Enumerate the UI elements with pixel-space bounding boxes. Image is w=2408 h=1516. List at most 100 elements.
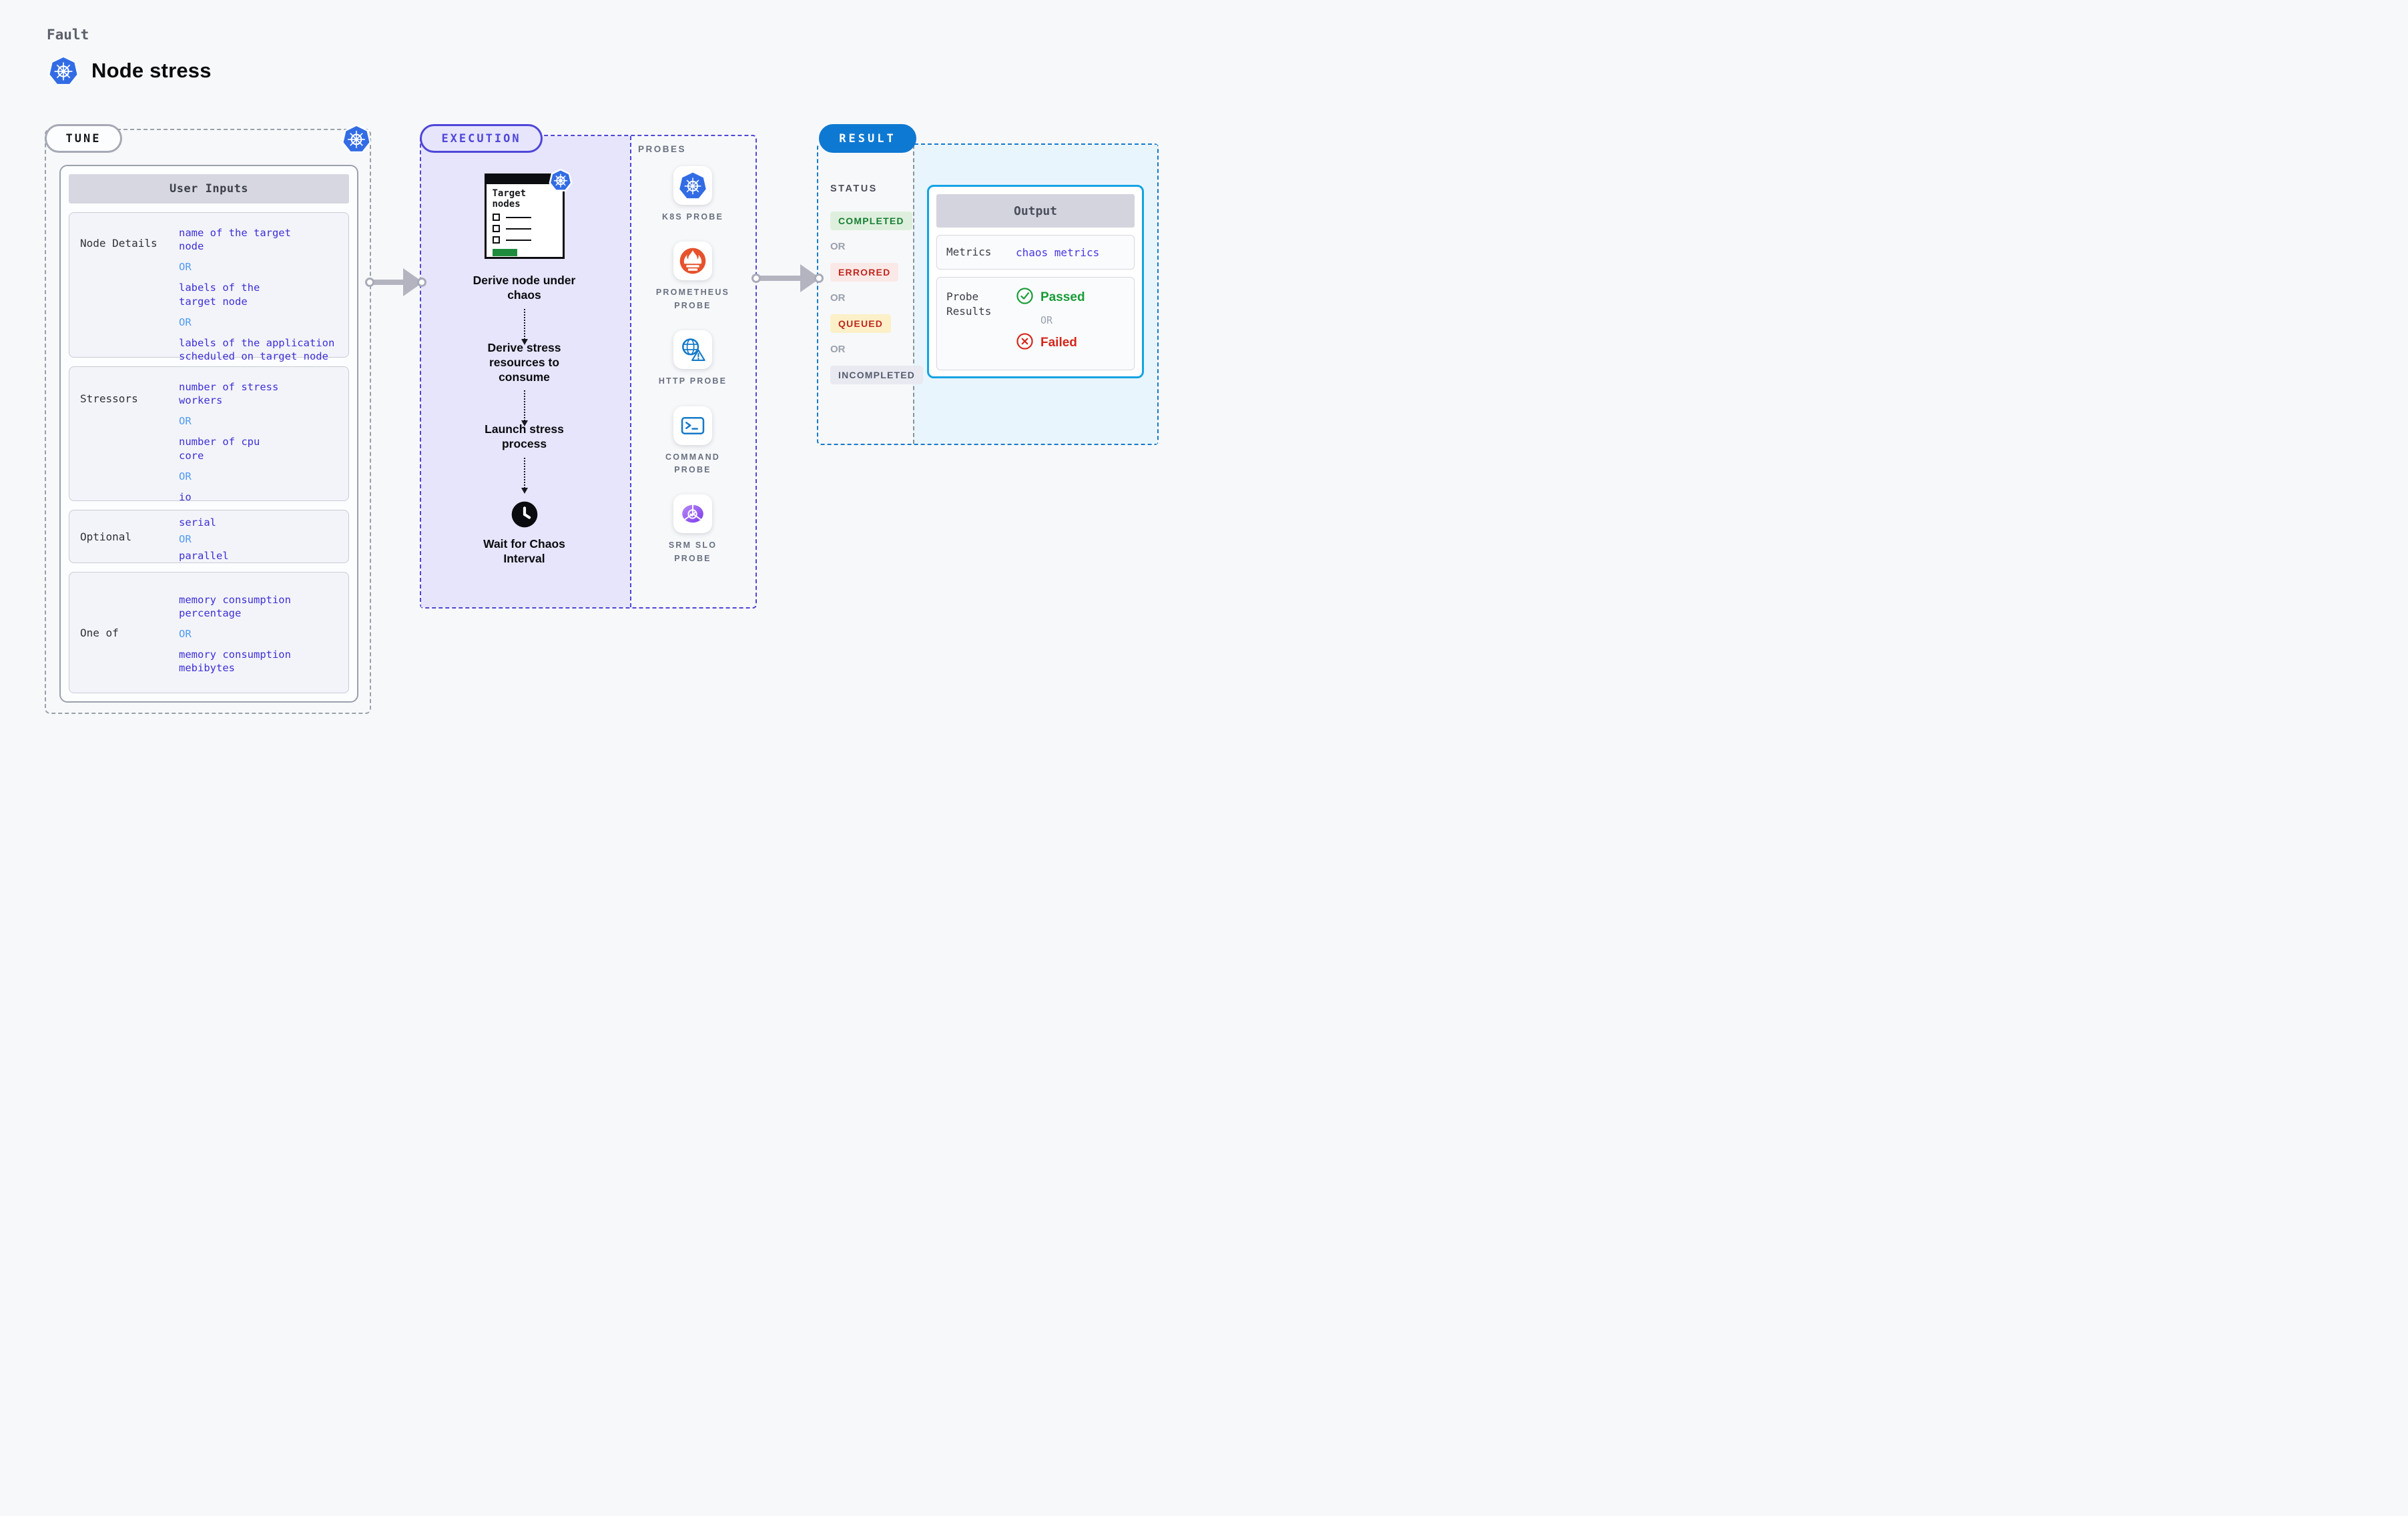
metrics-label: Metrics <box>946 246 992 259</box>
result-badge: RESULT <box>819 124 916 153</box>
card-title-bar <box>486 175 563 184</box>
status-column: STATUS COMPLETED OR ERRORED OR QUEUED OR… <box>830 143 924 384</box>
fault-kicker: Fault <box>47 27 89 43</box>
kubernetes-icon <box>341 123 372 157</box>
or-separator: OR <box>179 533 192 546</box>
or-separator: OR <box>179 470 192 482</box>
checkbox-icon <box>492 236 500 244</box>
globe-warning-icon <box>673 330 712 370</box>
probe-label: SRM SLO PROBE <box>668 540 717 563</box>
probes-divider <box>630 136 631 607</box>
probe-item-srm-slo: SRM SLO PROBE <box>669 494 717 565</box>
row-value: parallel <box>179 550 229 562</box>
or-separator: OR <box>830 241 846 252</box>
row-label: Node Details <box>80 237 158 250</box>
checkbox-icon <box>492 225 500 233</box>
probe-results-row: Probe Results Passed OR <box>936 277 1135 370</box>
table-row-stressors: Stressors number of stress workers OR nu… <box>69 366 349 503</box>
or-separator: OR <box>1040 314 1053 326</box>
probe-item-k8s: K8S PROBE <box>662 166 723 224</box>
output-panel: Output Metrics chaos metrics Probe Resul… <box>927 185 1144 378</box>
output-header: Output <box>936 194 1135 228</box>
x-circle-icon <box>1016 332 1034 354</box>
terminal-icon <box>673 406 712 445</box>
row-value: io <box>179 490 192 503</box>
checklist-item <box>492 214 557 222</box>
probes-panel: PROBES K8S PRO <box>629 135 757 609</box>
probes-title: PROBES <box>638 144 687 154</box>
failed-label: Failed <box>1040 336 1077 350</box>
status-badge-completed: COMPLETED <box>830 212 912 230</box>
probe-item-command: COMMAND PROBE <box>665 406 720 477</box>
row-value: name of the target node <box>179 227 291 253</box>
probe-result-passed: Passed <box>1016 287 1085 308</box>
execution-flow: Target nodes Derive node under chaos Der… <box>420 135 629 609</box>
row-value: number of cpu core <box>179 436 260 462</box>
dotted-arrow-down <box>521 458 528 494</box>
probe-label: COMMAND PROBE <box>665 452 721 474</box>
execution-section-box <box>420 135 757 609</box>
user-inputs-header: User Inputs <box>69 174 349 204</box>
dotted-arrow-down <box>521 390 528 427</box>
execution-step: Wait for Chaos Interval <box>483 537 565 565</box>
node-stress-fault-diagram: Fault Node stress TUNE <box>0 0 1204 758</box>
user-inputs-table: User Inputs Node Details name of the tar… <box>59 165 358 703</box>
status-divider <box>913 145 914 444</box>
status-badge-queued: QUEUED <box>830 314 892 333</box>
tune-section-box <box>45 129 371 714</box>
or-separator: OR <box>179 261 192 274</box>
flow-arrow-execution-to-result <box>751 264 824 293</box>
or-separator: OR <box>179 415 192 428</box>
page-title-row: Node stress <box>47 55 212 87</box>
execution-badge: EXECUTION <box>420 124 543 153</box>
target-nodes-card: Target nodes <box>484 168 572 259</box>
status-badge-incompleted: INCOMPLETED <box>830 366 924 384</box>
probe-label: HTTP PROBE <box>658 376 727 386</box>
probe-item-http: HTTP PROBE <box>659 330 727 388</box>
tune-badge: TUNE <box>45 124 122 153</box>
kubernetes-icon <box>673 166 712 205</box>
slo-check-icon <box>673 494 712 534</box>
row-value: labels of the application scheduled on t… <box>179 336 335 362</box>
probe-result-failed: Failed <box>1016 332 1085 354</box>
status-badge-errored: ERRORED <box>830 263 899 282</box>
metrics-value: chaos metrics <box>1016 246 1100 259</box>
checklist-item <box>492 225 557 233</box>
probe-item-prometheus: PROMETHEUS PROBE <box>656 242 729 312</box>
card-title: Target nodes <box>492 188 527 210</box>
table-row-node-details: Node Details name of the target node OR … <box>69 212 349 362</box>
check-circle-icon <box>1016 287 1034 308</box>
or-separator: OR <box>830 344 846 355</box>
probe-label: K8S PROBE <box>661 212 724 222</box>
kubernetes-icon <box>47 55 79 87</box>
execution-step: Derive stress resources to consume <box>487 340 561 384</box>
row-label: One of <box>80 626 119 639</box>
row-value: memory consumption mebibytes <box>179 649 291 675</box>
execution-step: Launch stress process <box>485 422 564 451</box>
execution-step: Derive node under chaos <box>473 274 576 302</box>
or-separator: OR <box>179 627 192 640</box>
dotted-arrow-down <box>521 308 528 345</box>
or-separator: OR <box>830 292 846 304</box>
progress-bar <box>492 249 517 257</box>
status-title: STATUS <box>830 183 878 194</box>
checklist-item <box>492 236 557 244</box>
checkbox-icon <box>492 214 500 222</box>
row-value: serial <box>179 516 216 528</box>
metrics-row: Metrics chaos metrics <box>936 235 1135 270</box>
row-value: number of stress workers <box>179 381 279 407</box>
clock-icon <box>511 500 539 532</box>
probe-label: PROMETHEUS PROBE <box>655 288 730 310</box>
table-row-optional: Optional serial OR parallel <box>69 510 349 563</box>
prometheus-icon <box>673 242 712 281</box>
row-label: Optional <box>80 530 132 543</box>
kubernetes-icon <box>549 168 573 196</box>
row-value: memory consumption percentage <box>179 593 291 619</box>
table-row-one-of: One of memory consumption percentage OR … <box>69 572 349 693</box>
or-separator: OR <box>179 316 192 328</box>
passed-label: Passed <box>1040 290 1085 304</box>
row-label: Stressors <box>80 392 138 405</box>
flow-arrow-tune-to-execution <box>365 268 426 297</box>
page-title: Node stress <box>91 59 212 82</box>
probe-results-label: Probe Results <box>946 290 992 318</box>
